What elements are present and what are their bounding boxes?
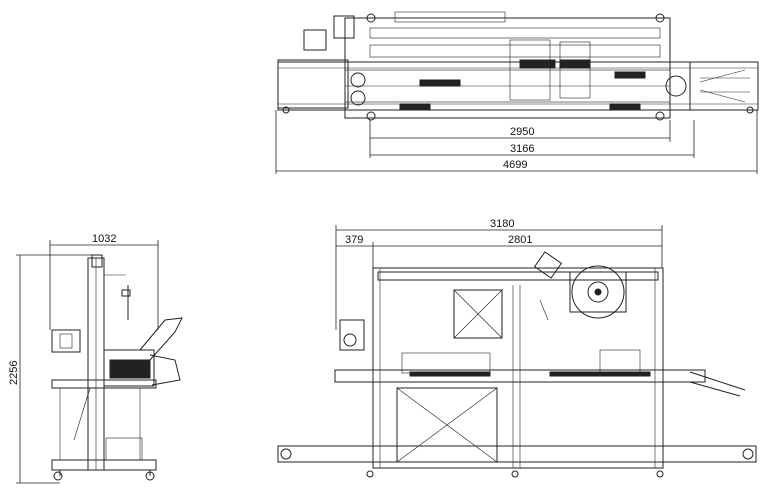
- top-motor-left: [303, 29, 327, 51]
- top-roller-right: [665, 75, 687, 97]
- dim-2801: 2801: [508, 234, 532, 246]
- front-base-belt: [277, 445, 757, 463]
- front-window-upper: [453, 289, 503, 339]
- dim-2256: 2256: [8, 361, 20, 385]
- top-motor-right: [333, 15, 355, 39]
- dim-379: 379: [345, 234, 363, 246]
- top-view-dimensions: 2950 3166 4699: [275, 110, 758, 174]
- side-view-dimensions: 1032 2256: [8, 233, 159, 484]
- top-rail-upper: [369, 27, 661, 39]
- front-tape-reel: [571, 265, 625, 319]
- front-left-unit: [339, 319, 365, 351]
- top-infeed-table: [277, 59, 349, 109]
- front-view: [277, 251, 757, 478]
- dim-3180: 3180: [490, 218, 514, 230]
- side-view: [51, 254, 183, 481]
- top-outfeed-table: [689, 61, 759, 111]
- side-motor: [51, 329, 81, 353]
- dim-2950: 2950: [510, 126, 534, 138]
- front-view-dimensions: 3180 379 2801: [335, 218, 663, 330]
- dim-3166: 3166: [510, 143, 534, 155]
- front-frame: [372, 267, 664, 469]
- side-applicator: [103, 349, 155, 387]
- front-conveyor: [334, 369, 706, 383]
- side-table: [51, 379, 157, 389]
- top-cover-plate: [394, 11, 506, 23]
- top-roller-left-2: [350, 90, 366, 106]
- side-base: [51, 459, 157, 471]
- top-rail-mid: [369, 44, 661, 58]
- top-roller-left-1: [350, 72, 366, 88]
- dim-1032: 1032: [92, 233, 116, 245]
- front-motor: [533, 251, 563, 279]
- top-view: [277, 11, 759, 121]
- dim-4699: 4699: [503, 159, 527, 171]
